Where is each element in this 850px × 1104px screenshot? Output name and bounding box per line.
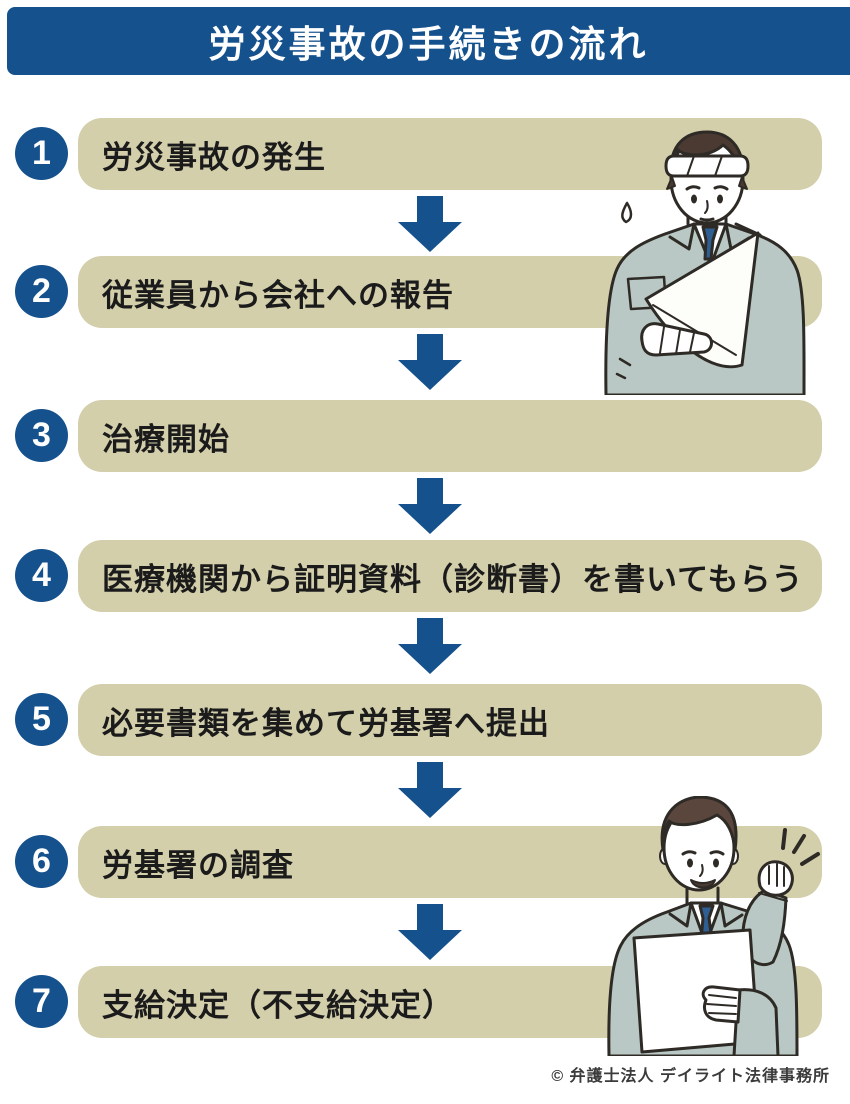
step-label: 必要書類を集めて労基署へ提出: [102, 705, 550, 741]
down-arrow-icon: [398, 618, 462, 674]
step-bar: 医療機関から証明資料（診断書）を書いてもらう: [78, 540, 822, 612]
down-arrow-icon: [398, 478, 462, 534]
step-label: 従業員から会社への報告: [102, 277, 454, 313]
step-bar: 必要書類を集めて労基署へ提出: [78, 684, 822, 756]
step-label: 労基署の調査: [102, 847, 294, 883]
step-bar: 治療開始: [78, 400, 822, 472]
step-label: 労災事故の発生: [102, 139, 326, 175]
down-arrow-icon: [398, 762, 462, 818]
step-number-badge: 6: [15, 835, 68, 888]
step-number-badge: 2: [15, 265, 68, 318]
down-arrow-icon: [398, 904, 462, 960]
happy-worker-illustration: [588, 795, 822, 1058]
down-arrow-icon: [398, 196, 462, 252]
step-row-4: 4 医療機関から証明資料（診断書）を書いてもらう: [0, 540, 850, 612]
step-number-badge: 3: [15, 409, 68, 462]
step-number-badge: 5: [15, 693, 68, 746]
step-bar: 労災事故の発生: [78, 118, 822, 190]
down-arrow-icon: [398, 334, 462, 390]
step-number-badge: 4: [15, 549, 68, 602]
step-row-5: 5 必要書類を集めて労基署へ提出: [0, 684, 850, 756]
step-label: 支給決定（不支給決定）: [102, 987, 454, 1023]
step-number-badge: 7: [15, 975, 68, 1028]
copyright-text: © 弁護士法人 デイライト法律事務所: [551, 1068, 830, 1085]
step-label: 医療機関から証明資料（診断書）を書いてもらう: [102, 561, 804, 597]
step-number-badge: 1: [15, 127, 68, 180]
page-title: 労災事故の手続きの流れ: [208, 24, 649, 65]
step-label: 治療開始: [102, 421, 230, 457]
injured-worker-illustration: [590, 127, 815, 397]
step-row-1: 1 労災事故の発生: [0, 118, 850, 190]
step-row-3: 3 治療開始: [0, 400, 850, 472]
title-bar: 労災事故の手続きの流れ: [7, 7, 850, 75]
